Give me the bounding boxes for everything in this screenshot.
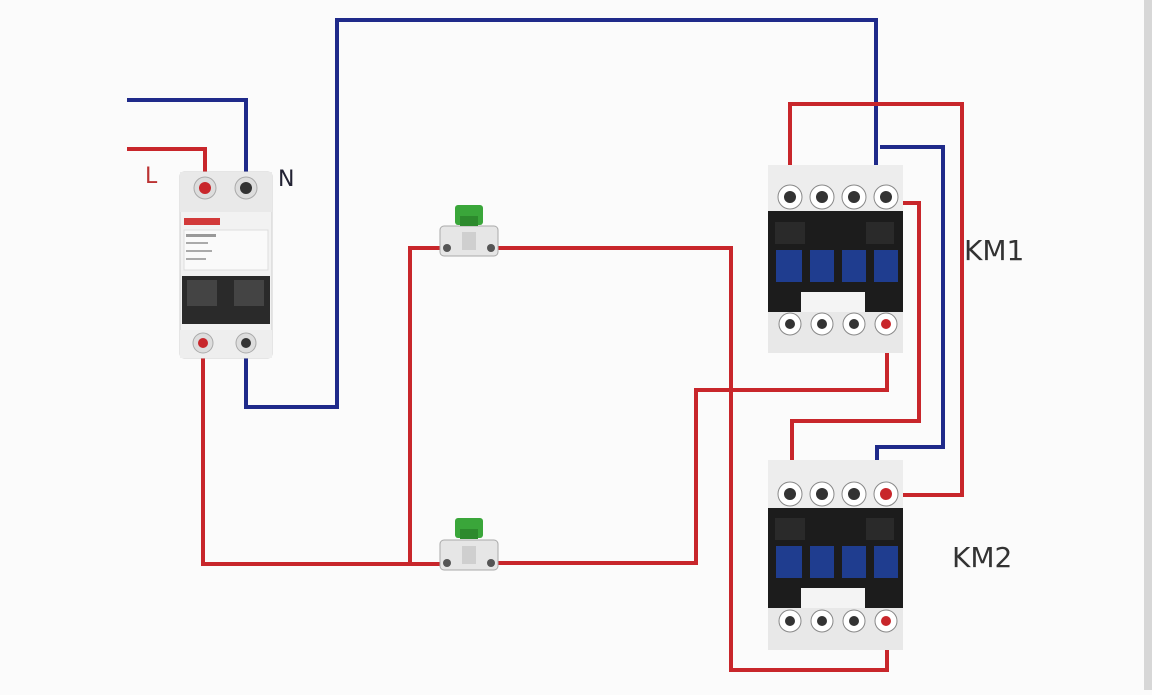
- live-label: L: [145, 164, 158, 189]
- button2-out-wire: [497, 325, 889, 565]
- live-out-wire: [201, 345, 445, 566]
- push-button-1: [439, 205, 499, 257]
- km1-top-loop-wire: [788, 102, 964, 497]
- neutral-wires: [127, 18, 945, 468]
- neutral-out-wire: [244, 18, 878, 409]
- km2-label: KM2: [952, 541, 1013, 574]
- button-bridge-wire: [408, 246, 445, 564]
- neutral-label: N: [278, 167, 295, 192]
- km1-to-km2-wire: [790, 201, 921, 468]
- neutral-km2-coil-wire: [875, 145, 945, 468]
- push-button-2: [439, 518, 499, 571]
- neutral-supply-wire: [127, 98, 248, 185]
- button1-out-wire: [497, 246, 889, 672]
- contactor-km2: [768, 460, 903, 650]
- km1-label: KM1: [964, 234, 1025, 267]
- live-wires: [127, 102, 964, 672]
- contactor-km1: [768, 165, 903, 353]
- circuit-breaker: [179, 171, 273, 359]
- edge-strip: [1144, 0, 1152, 690]
